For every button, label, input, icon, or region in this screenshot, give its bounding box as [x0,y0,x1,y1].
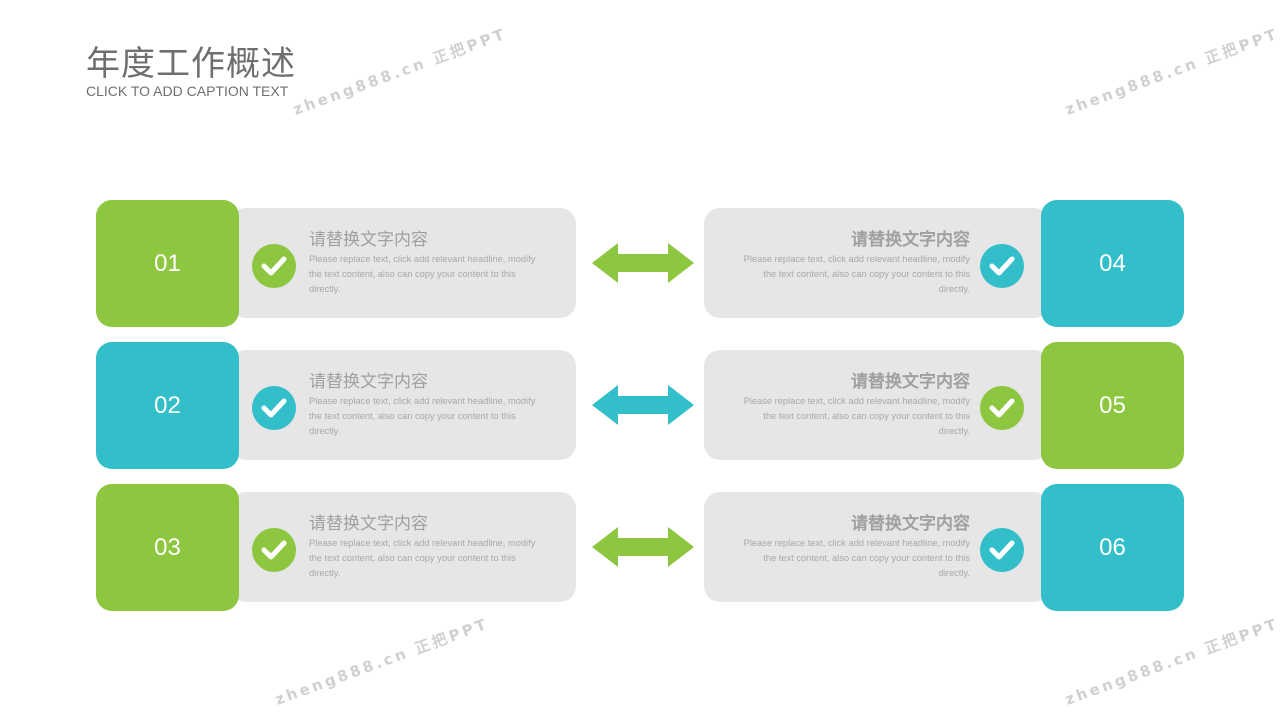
double-arrow-icon [592,243,694,283]
check-icon [252,244,296,288]
item-number: 01 [154,249,181,277]
item-body: Please replace text, click add relevant … [743,396,970,436]
page-title: 年度工作概述 [86,44,296,84]
check-icon [252,386,296,430]
item-body: Please replace text, click add relevant … [309,254,536,294]
item-number: 06 [1099,533,1126,561]
item-body: Please replace text, click add relevant … [309,538,536,578]
item-title: 请替换文字内容 [851,230,970,250]
item-body: Please replace text, click add relevant … [743,538,970,578]
check-icon [980,244,1024,288]
double-arrow-icon [592,527,694,567]
item-title: 请替换文字内容 [309,514,428,534]
item-number-badge: 02 [96,342,239,469]
check-icon [252,528,296,572]
check-icon [980,386,1024,430]
watermark: zheng888.cn 正把PPT [1062,24,1280,119]
double-arrow-icon [592,385,694,425]
item-number-badge: 01 [96,200,239,327]
item-title: 请替换文字内容 [309,372,428,392]
check-icon [980,528,1024,572]
item-title: 请替换文字内容 [309,230,428,250]
item-title: 请替换文字内容 [851,372,970,392]
item-number: 02 [154,391,181,419]
item-number: 03 [154,533,181,561]
item-title: 请替换文字内容 [851,514,970,534]
item-number-badge: 05 [1041,342,1184,469]
item-number-badge: 04 [1041,200,1184,327]
item-number: 04 [1099,249,1126,277]
item-number-badge: 03 [96,484,239,611]
item-body: Please replace text, click add relevant … [743,254,970,294]
item-number-badge: 06 [1041,484,1184,611]
item-number: 05 [1099,391,1126,419]
watermark: zheng888.cn 正把PPT [1062,614,1280,709]
page-caption: CLICK TO ADD CAPTION TEXT [86,83,289,99]
item-body: Please replace text, click add relevant … [309,396,536,436]
watermark: zheng888.cn 正把PPT [290,24,510,119]
watermark: zheng888.cn 正把PPT [272,614,492,709]
